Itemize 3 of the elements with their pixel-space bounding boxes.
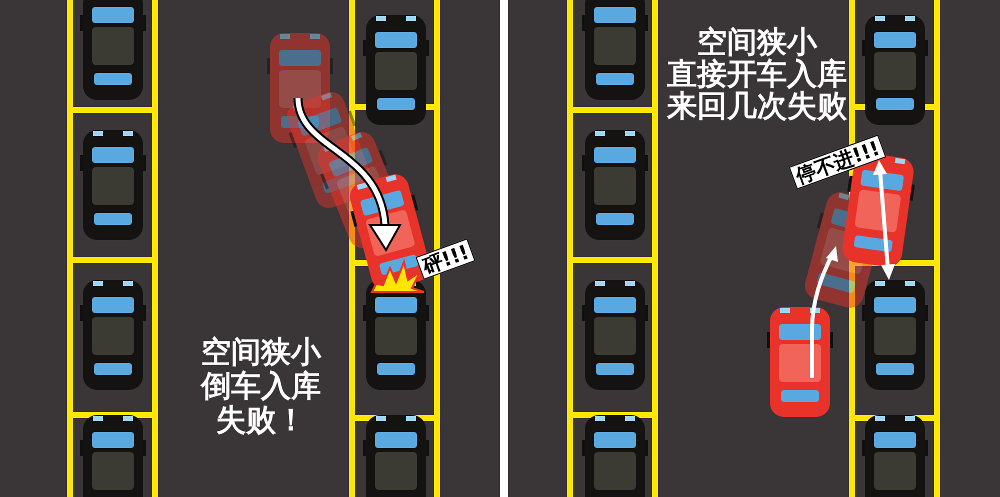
caption-text: 空间狭小倒车入库失败！ <box>199 336 322 438</box>
caption-text: 来回几次失败 <box>667 90 847 124</box>
caption-text: 直接开车入库 <box>667 58 847 92</box>
